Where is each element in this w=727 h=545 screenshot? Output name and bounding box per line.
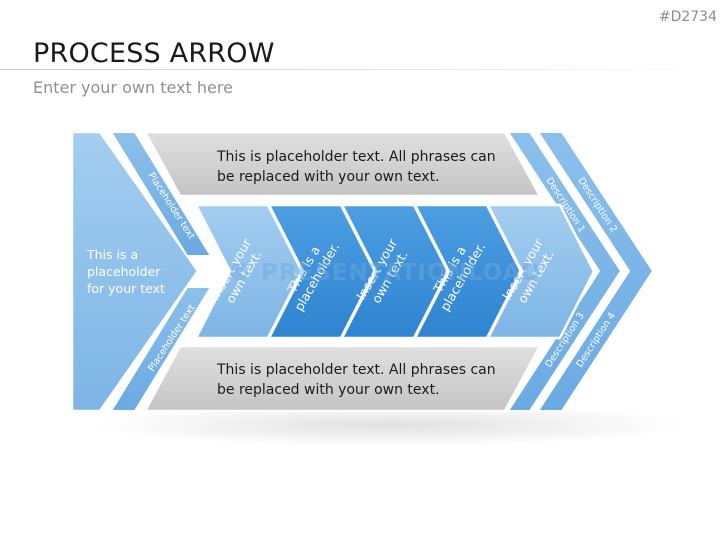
main-arrow-text: This is a placeholder for your text bbox=[86, 247, 165, 296]
left-strip-top bbox=[109, 131, 213, 257]
right-strip-inner bbox=[506, 131, 623, 412]
top-bar-line: be replaced with your own text. bbox=[217, 169, 440, 185]
top-bar bbox=[142, 130, 543, 198]
bottom-bar bbox=[142, 344, 543, 413]
bottom-bar-text: This is placeholder text. All phrases ca… bbox=[216, 362, 500, 398]
main-arrow bbox=[70, 130, 200, 413]
watermark: © PRESENTATIONLOAD bbox=[228, 260, 541, 286]
title-divider bbox=[0, 69, 727, 70]
top-bar-line: This is placeholder text. All phrases ca… bbox=[216, 149, 496, 165]
bottom-bar-line: This is placeholder text. All phrases ca… bbox=[216, 362, 496, 378]
left-strip-bottom bbox=[109, 286, 213, 412]
main-text-line: This is a bbox=[86, 247, 138, 262]
main-text-line: placeholder bbox=[87, 264, 161, 279]
slide-subtitle: Enter your own text here bbox=[33, 78, 233, 97]
diagram-shadow bbox=[90, 403, 690, 447]
chevron-5 bbox=[485, 203, 596, 340]
bottom-bar-line: be replaced with your own text. bbox=[217, 382, 440, 398]
slide-title: PROCESS ARROW bbox=[33, 38, 275, 69]
chevron-row: Insert yourown text.This is aplaceholder… bbox=[193, 203, 596, 340]
right-strip-outer bbox=[536, 131, 655, 412]
slide-code: #D2734 bbox=[658, 9, 717, 25]
main-text-line: for your text bbox=[87, 281, 165, 296]
top-bar-text: This is placeholder text. All phrases ca… bbox=[216, 149, 500, 185]
